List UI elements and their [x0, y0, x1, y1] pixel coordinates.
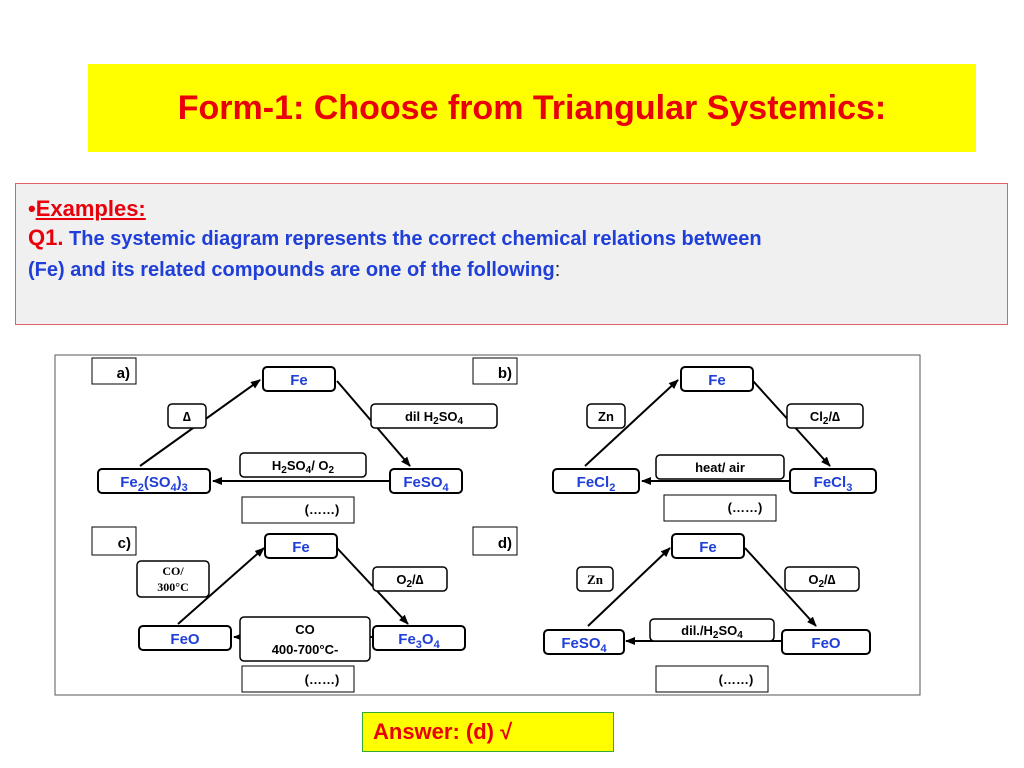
cond-a-left-label: ∆: [183, 409, 191, 424]
option-a: a) Fe Fe2(SO4)3 FeSO4 ∆ dil H2SO4 H2SO4/…: [91, 357, 498, 524]
blank-c: [241, 665, 355, 693]
node-d-right-label: FeO: [811, 635, 841, 652]
node-d-right: [781, 629, 871, 655]
bullet: •: [28, 196, 36, 221]
cond-c-right-label: O2/∆: [396, 572, 423, 590]
question-line-1: Q1. The systemic diagram represents the …: [28, 222, 997, 255]
cond-d-bottom: [649, 618, 775, 642]
cond-b-bottom: [655, 454, 785, 480]
node-c-top: [264, 533, 338, 559]
option-a-label-box: [91, 357, 137, 385]
option-a-label: a): [117, 365, 130, 382]
answer-box: Answer: (d) √: [362, 712, 614, 752]
node-c-left: [138, 625, 232, 651]
question-text-2: (Fe) and its related compounds are one o…: [28, 259, 555, 281]
blank-d-label: (……): [719, 672, 754, 687]
arrow-c-left: [177, 547, 265, 625]
cond-b-bottom-label: heat/ air: [695, 460, 745, 475]
node-b-left: [552, 468, 640, 494]
node-d-top: [671, 533, 745, 559]
cond-c-bottom-label-2: 400-700°C-: [272, 642, 339, 657]
cond-b-right: [786, 403, 864, 429]
cond-b-left: [586, 403, 626, 429]
arrow-d-right: [744, 547, 817, 627]
cond-d-right: [784, 566, 860, 592]
arrow-d-left: [587, 547, 671, 627]
node-d-top-label: Fe: [699, 539, 717, 556]
node-b-left-label: FeCl2: [577, 474, 616, 494]
option-d-label: d): [498, 535, 512, 552]
cond-d-bottom-label: dil./H2SO4: [681, 623, 743, 641]
arrow-b-left: [584, 379, 679, 467]
blank-a: [241, 496, 355, 524]
option-d: d) Fe FeSO4 FeO Zn O2/∆ dil./H2SO4 (……): [472, 526, 871, 693]
question-box: •Examples: Q1. The systemic diagram repr…: [15, 183, 1008, 325]
node-a-right: [389, 468, 463, 494]
cond-c-bottom: [239, 616, 371, 662]
cond-c-right: [372, 566, 448, 592]
page-title: Form-1: Choose from Triangular Systemics…: [177, 88, 887, 127]
node-d-left-label: FeSO4: [561, 635, 607, 655]
cond-a-right: [370, 403, 498, 429]
option-c-label-box: [91, 526, 137, 556]
node-a-right-label: FeSO4: [403, 474, 449, 494]
node-b-right-label: FeCl3: [814, 474, 853, 494]
answer-text: Answer: (d) √: [373, 719, 513, 744]
option-d-label-box: [472, 526, 518, 556]
examples-heading: •Examples:: [28, 196, 997, 222]
node-a-left: [97, 468, 211, 494]
question-text-1: The systemic diagram represents the corr…: [69, 228, 762, 250]
question-number: Q1.: [28, 225, 64, 250]
node-b-right: [789, 468, 877, 494]
node-c-right: [372, 625, 466, 651]
node-c-right-label: Fe3O4: [398, 631, 440, 651]
cond-d-right-label: O2/∆: [808, 572, 835, 590]
title-banner: Form-1: Choose from Triangular Systemics…: [88, 64, 976, 152]
option-b-label-box: [472, 357, 518, 385]
blank-b-label: (……): [728, 500, 763, 515]
option-c: c) Fe FeO Fe3O4 CO/ 300°C O2/∆ CO 400-70…: [91, 526, 466, 693]
cond-c-bottom-label-1: CO: [295, 622, 315, 637]
blank-a-label: (……): [305, 502, 340, 517]
node-b-top: [680, 366, 754, 392]
examples-label: Examples:: [35, 196, 146, 221]
cond-c-left-label-1: CO/: [162, 564, 184, 578]
blank-c-label: (……): [305, 672, 340, 687]
cond-d-left-label: Zn: [587, 572, 604, 587]
cond-a-left: [167, 403, 207, 429]
question-colon: :: [554, 259, 561, 281]
node-a-top-label: Fe: [290, 372, 308, 389]
question-line-2: (Fe) and its related compounds are one o…: [28, 255, 997, 286]
node-c-left-label: FeO: [170, 631, 200, 648]
node-d-left: [543, 629, 625, 655]
blank-b: [663, 494, 777, 522]
cond-b-right-label: Cl2/∆: [810, 409, 840, 427]
cond-c-left-label-2: 300°C: [157, 580, 188, 594]
node-b-top-label: Fe: [708, 372, 726, 389]
blank-d: [655, 665, 769, 693]
option-c-label: c): [118, 535, 131, 552]
cond-d-left: [576, 566, 614, 592]
node-a-top: [262, 366, 336, 392]
option-b-label: b): [498, 365, 512, 382]
cond-a-right-label: dil H2SO4: [405, 409, 464, 427]
cond-a-bottom: [239, 452, 367, 478]
cond-a-bottom-label: H2SO4/ O2: [272, 458, 335, 476]
option-b: b) Fe FeCl2 FeCl3 Zn Cl2/∆ heat/ air (………: [472, 357, 877, 522]
node-c-top-label: Fe: [292, 539, 310, 556]
cond-b-left-label: Zn: [598, 409, 614, 424]
cond-c-left: [136, 560, 210, 598]
